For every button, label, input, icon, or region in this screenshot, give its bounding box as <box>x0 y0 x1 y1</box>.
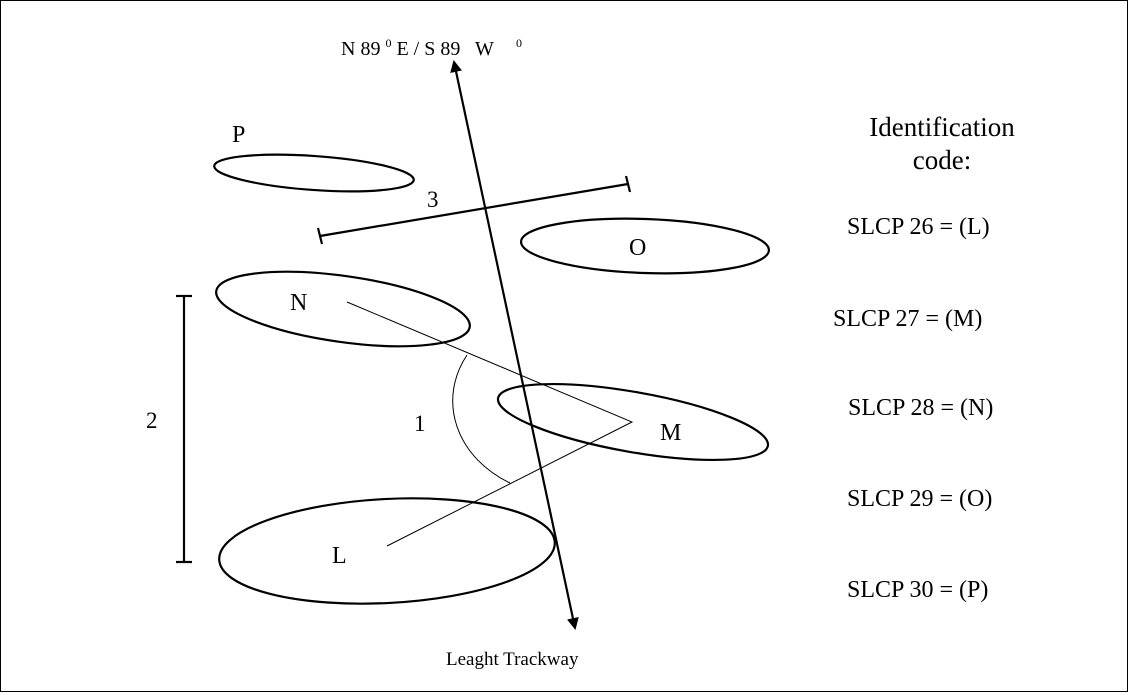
trackway-direction-arrow <box>450 60 579 630</box>
trackway-width-label: 3 <box>427 187 439 212</box>
pace-angle-label: 1 <box>414 411 426 436</box>
footprint-l-label: L <box>332 543 347 569</box>
legend-item-o: SLCP 29 = (O) <box>847 486 992 512</box>
footprint-o-label: O <box>629 235 646 261</box>
legend-heading-line2: code: <box>913 145 971 175</box>
pace-lines <box>346 301 634 547</box>
direction-label-part1: N 89 <box>341 38 380 60</box>
footprint-p-ellipse <box>213 153 415 193</box>
legend-item-l: SLCP 26 = (L) <box>847 214 990 240</box>
footprint-n-ellipse <box>215 270 471 348</box>
legend-item-n: SLCP 28 = (N) <box>848 395 993 421</box>
direction-label-degree-1: 0 <box>385 36 391 50</box>
stride-length-label: 2 <box>146 408 158 433</box>
direction-label: N 89 0 E / S 89 W <box>341 30 494 60</box>
trackway-width-cap-left <box>316 227 324 245</box>
direction-label-part3: W <box>475 38 494 60</box>
footprint-n-label: N <box>290 290 307 316</box>
legend-heading-line1: Identification <box>869 112 1015 142</box>
direction-label-degree-2: 0 <box>516 36 522 50</box>
direction-label-part2: E / S 89 <box>396 38 460 60</box>
footprint-p-label: P <box>232 122 245 148</box>
footprint-l-ellipse <box>218 497 556 605</box>
legend-item-p: SLCP 30 = (P) <box>847 577 988 603</box>
trackway-width-cap-right <box>624 175 632 193</box>
trackway-label: Leaght Trackway <box>446 649 579 670</box>
legend-item-m: SLCP 27 = (M) <box>833 306 982 332</box>
pace-angle-arc <box>452 354 511 484</box>
footprint-m-label: M <box>660 420 681 446</box>
